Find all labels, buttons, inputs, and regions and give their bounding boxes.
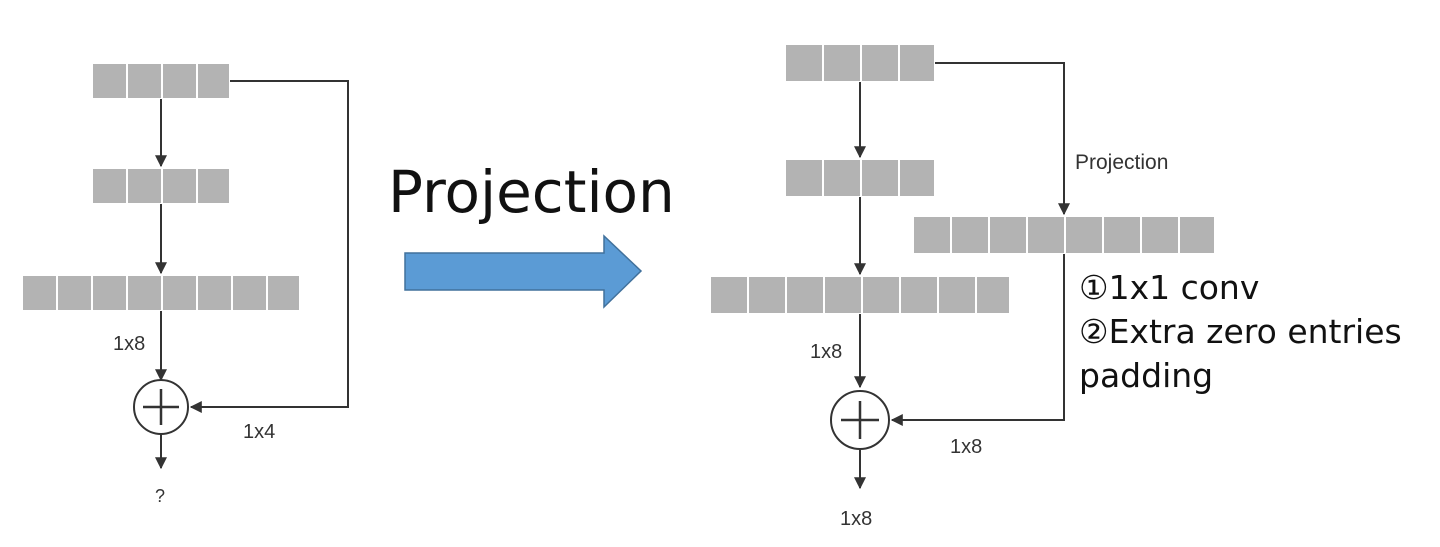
left-hidden-block xyxy=(91,167,231,205)
left-label-1x8: 1x8 xyxy=(113,333,145,355)
right-shortcut-to-sum xyxy=(890,254,1065,426)
right-input-block xyxy=(784,43,936,83)
right-diagram: Projection 1x8 1x8 1x8 ①1x1 conv ②Extra … xyxy=(709,43,1402,530)
right-projection-block xyxy=(912,215,1216,255)
note-line-1: ①1x1 conv xyxy=(1079,268,1259,307)
right-shortcut-to-projection xyxy=(935,62,1070,216)
right-projection-label: Projection xyxy=(1075,151,1168,174)
left-diagram: 1x8 1x4 ? xyxy=(21,62,349,506)
right-label-output: 1x8 xyxy=(840,508,872,530)
left-label-output: ? xyxy=(155,486,165,506)
note-line-3: padding xyxy=(1079,356,1213,395)
right-output-block xyxy=(709,275,1011,315)
left-sum-node xyxy=(133,379,189,435)
note-line-2: ②Extra zero entries xyxy=(1079,312,1402,351)
left-input-block xyxy=(91,62,231,100)
transform-arrow xyxy=(404,234,643,309)
right-hidden-block xyxy=(784,158,936,198)
center-title: Projection xyxy=(388,158,675,226)
left-output-block xyxy=(21,274,301,312)
right-sum-node xyxy=(830,390,890,450)
left-shortcut xyxy=(189,80,349,413)
right-label-1x8-main: 1x8 xyxy=(810,341,842,363)
right-label-1x8-shortcut: 1x8 xyxy=(950,436,982,458)
left-label-1x4: 1x4 xyxy=(243,421,275,443)
